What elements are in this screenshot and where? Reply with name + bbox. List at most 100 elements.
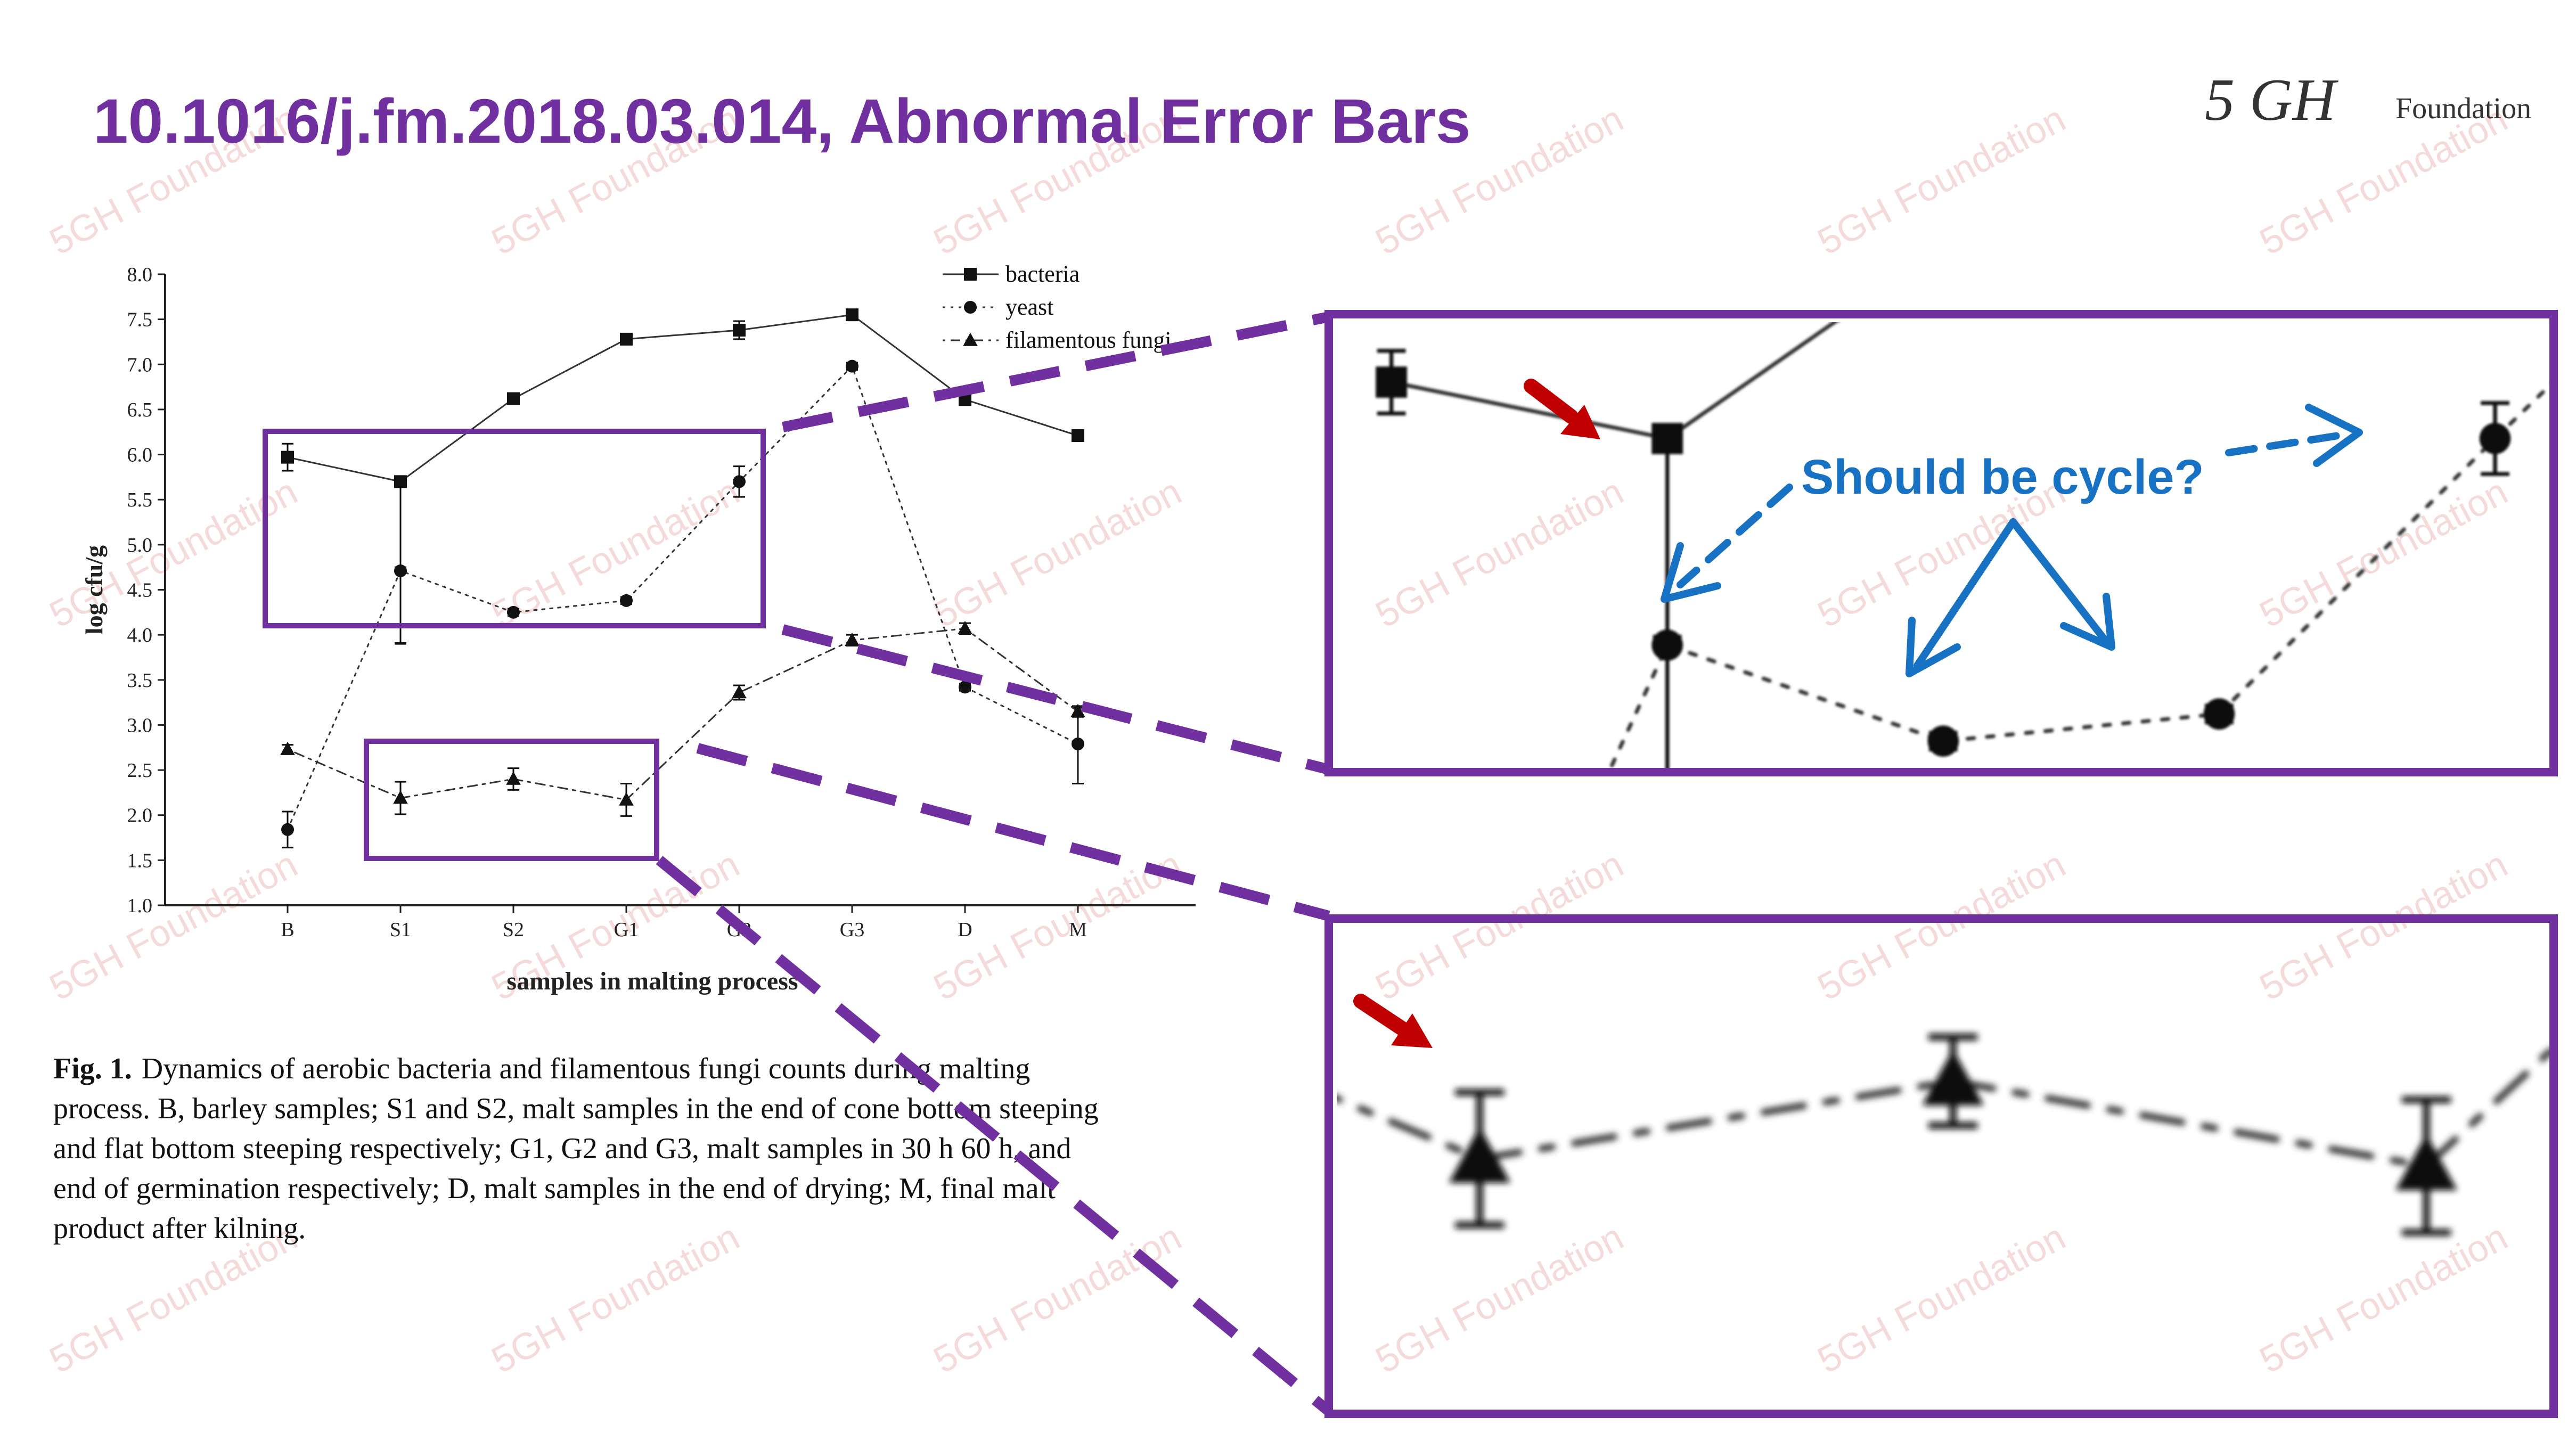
legend-marker-2 xyxy=(963,332,978,346)
data-point-2-1 xyxy=(1449,1126,1511,1183)
zoom-panel-upper xyxy=(1324,231,2558,1260)
x-tick-label: D xyxy=(958,919,972,941)
series-line-0 xyxy=(1391,322,1838,441)
data-point-1-1 xyxy=(394,564,407,577)
data-point-2-1 xyxy=(393,790,408,804)
x-tick-label: S2 xyxy=(503,919,524,941)
x-tick-label: G3 xyxy=(840,919,864,941)
watermark-3-2: 5GH Foundation xyxy=(927,1216,1188,1381)
watermark-2-3: 5GH Foundation xyxy=(1369,843,1630,1008)
foundation-logo: 5 GH Foundation xyxy=(2205,67,2531,133)
connector-lower-bottom xyxy=(656,856,1332,1415)
watermark-1-2: 5GH Foundation xyxy=(927,470,1188,635)
logo-subtitle: Foundation xyxy=(2395,92,2531,125)
caption-lead: Fig. 1. xyxy=(53,1052,132,1085)
zoom-connectors xyxy=(656,312,1332,1415)
y-tick-label: 8.0 xyxy=(127,264,153,286)
chart-axes: 1.01.52.02.53.03.54.04.55.05.56.06.57.07… xyxy=(80,264,1196,995)
watermark-2-5: 5GH Foundation xyxy=(2253,843,2514,1008)
caption-line-3: and flat bottom steeping respectively; G… xyxy=(53,1132,1071,1165)
caption-line-5: product after kilning. xyxy=(53,1212,306,1245)
watermark-1-3: 5GH Foundation xyxy=(1369,470,1630,635)
y-tick-label: 2.0 xyxy=(127,805,153,827)
watermark-3-3: 5GH Foundation xyxy=(1369,1216,1630,1381)
figure-caption: Fig. 1. Dynamics of aerobic bacteria and … xyxy=(53,1052,1099,1245)
data-point-1-4 xyxy=(2479,423,2511,454)
data-point-0-5 xyxy=(846,308,858,322)
arrow-head-left xyxy=(1661,542,1721,603)
data-point-2-7 xyxy=(1070,703,1085,717)
zoom-panel-lower-content xyxy=(1337,1034,2554,1236)
highlight-box-upper xyxy=(263,429,766,628)
y-tick-label: 1.0 xyxy=(127,895,153,917)
y-tick-label: 7.0 xyxy=(127,354,153,376)
data-point-2-2 xyxy=(506,771,521,785)
caption-line-1-text: Dynamics of aerobic bacteria and filamen… xyxy=(142,1052,1031,1085)
series-filamentous-fungi xyxy=(280,620,1085,817)
data-point-1-4 xyxy=(733,475,746,488)
data-point-2-4 xyxy=(732,685,747,699)
data-point-1-3 xyxy=(620,594,633,607)
data-point-2-3 xyxy=(2395,1134,2457,1191)
slide-title: 10.1016/j.fm.2018.03.014, Abnormal Error… xyxy=(93,86,1471,157)
data-point-2-0 xyxy=(280,741,295,755)
y-tick-label: 5.0 xyxy=(127,534,153,556)
watermark-2-4: 5GH Foundation xyxy=(1811,843,2072,1008)
caption-line-4: end of germination respectively; D, malt… xyxy=(53,1172,1056,1205)
data-point-0-0 xyxy=(281,451,294,464)
series-filamentous-fungi xyxy=(1337,1034,2554,1236)
watermark-3-1: 5GH Foundation xyxy=(485,1216,746,1381)
y-tick-label: 3.0 xyxy=(127,714,153,736)
data-point-1-0 xyxy=(1376,1229,1407,1260)
connector-lower-top xyxy=(696,743,1330,921)
data-point-1-0 xyxy=(281,823,294,836)
legend-label-0: bacteria xyxy=(1005,261,1080,287)
red-arrow-lower xyxy=(1353,994,1433,1048)
watermark-2-0: 5GH Foundation xyxy=(43,843,304,1008)
dashed-arrow-right xyxy=(2225,430,2352,456)
data-point-0-3 xyxy=(620,332,633,346)
series-yeast xyxy=(1376,379,2554,1260)
y-tick-label: 5.5 xyxy=(127,489,153,511)
zoom-panel-upper-frame xyxy=(1324,310,2558,776)
data-point-2-2 xyxy=(1922,1049,1984,1106)
x-axis-title: samples in malting process xyxy=(506,967,798,995)
watermark-3-4: 5GH Foundation xyxy=(1811,1216,2072,1381)
y-tick-label: 6.0 xyxy=(127,444,153,466)
data-point-0-4 xyxy=(733,323,746,337)
y-tick-label: 4.5 xyxy=(127,579,153,602)
red-arrow-upper xyxy=(1524,379,1600,439)
legend-label-1: yeast xyxy=(1005,294,1053,320)
y-tick-label: 1.5 xyxy=(127,849,153,872)
data-point-1-1 xyxy=(1651,629,1683,661)
data-point-1-2 xyxy=(1927,725,1959,757)
connector-upper-bottom xyxy=(781,624,1330,775)
data-point-0-0 xyxy=(1376,366,1407,398)
data-point-0-2 xyxy=(507,392,520,405)
x-tick-label: S1 xyxy=(390,919,411,941)
data-point-2-5 xyxy=(845,632,860,646)
series-line-1 xyxy=(1606,379,2554,772)
y-tick-label: 2.5 xyxy=(127,759,153,782)
watermark-1-1: 5GH Foundation xyxy=(485,470,746,635)
y-tick-label: 3.5 xyxy=(127,669,153,692)
zoom-panel-upper-content xyxy=(1376,231,2554,1260)
arrow-head-right xyxy=(2305,404,2363,467)
arrow-down-right xyxy=(2009,518,2110,645)
y-axis-title: log cfu/g xyxy=(80,545,108,634)
cycle-annotation: Should be cycle? xyxy=(1661,404,2363,677)
annotation-label: Should be cycle? xyxy=(1801,450,2204,504)
legend-marker-1 xyxy=(964,301,977,314)
data-point-0-1 xyxy=(394,475,407,488)
dashed-arrow-left xyxy=(1677,484,1793,588)
data-point-0-7 xyxy=(1072,429,1084,443)
caption-line-2: process. B, barley samples; S1 and S2, m… xyxy=(53,1092,1099,1125)
caption-line-1: Fig. 1. Dynamics of aerobic bacteria and … xyxy=(53,1052,1030,1085)
zoom-panel-lower xyxy=(1324,914,2558,1418)
logo-mark: 5 GH xyxy=(2205,67,2338,133)
x-tick-label: B xyxy=(281,919,294,941)
data-point-0-2 xyxy=(1928,231,1959,263)
x-tick-label: M xyxy=(1069,919,1087,941)
